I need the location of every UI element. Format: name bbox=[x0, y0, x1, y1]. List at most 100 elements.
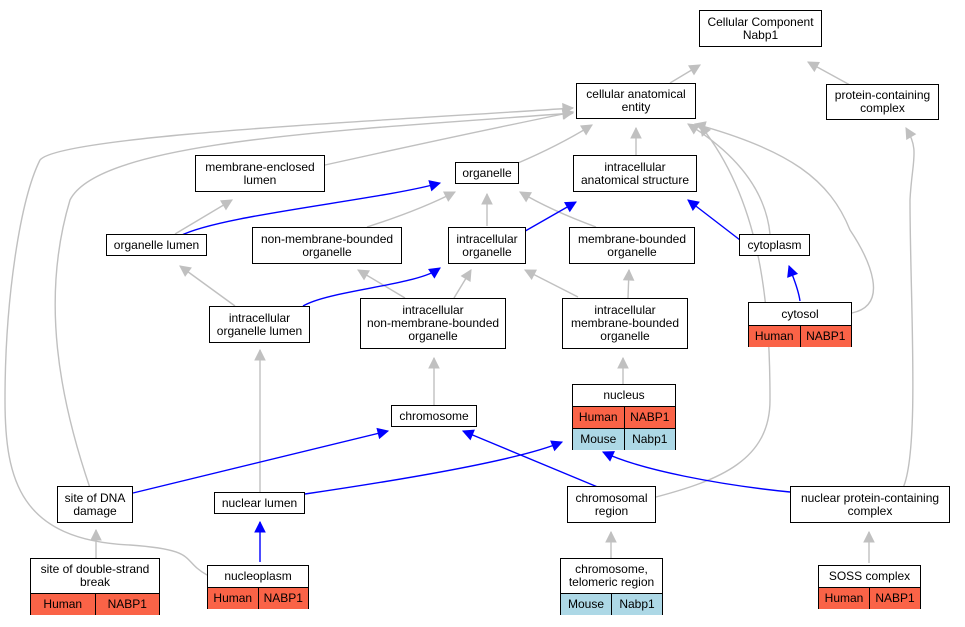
node-chromosome[interactable]: chromosome bbox=[391, 405, 477, 427]
arrowhead bbox=[617, 356, 629, 369]
arrowhead bbox=[605, 530, 617, 543]
node-label: chromosome bbox=[399, 408, 469, 423]
arrowhead bbox=[863, 530, 875, 543]
node-membrane-bounded-organelle[interactable]: membrane-bounded organelle bbox=[569, 227, 695, 264]
species-cell-human: Human bbox=[573, 407, 624, 428]
edge-nmbo-org bbox=[366, 191, 456, 228]
edge-io-ias bbox=[519, 201, 577, 235]
node-nucleoplasm[interactable]: nucleoplasm Human NABP1 bbox=[207, 565, 309, 609]
node-non-membrane-bounded-organelle[interactable]: non-membrane-bounded organelle bbox=[252, 227, 402, 264]
gene-cell: NABP1 bbox=[257, 588, 308, 609]
node-label: intracellular membrane-bounded organelle bbox=[570, 303, 680, 343]
node-cytosol[interactable]: cytosol Human NABP1 bbox=[748, 302, 852, 347]
node-nucleus[interactable]: nucleus Human NABP1 Mouse Nabp1 bbox=[572, 384, 676, 450]
node-organelle[interactable]: organelle bbox=[455, 162, 519, 184]
arrowhead bbox=[460, 269, 472, 282]
node-chromosome-telomeric-region[interactable]: chromosome, telomeric region Mouse Nabp1 bbox=[560, 558, 663, 615]
node-label: non-membrane-bounded organelle bbox=[260, 231, 394, 259]
node-label: membrane-bounded organelle bbox=[577, 231, 687, 259]
arrowhead bbox=[220, 199, 233, 211]
node-label: Cellular Component Nabp1 bbox=[707, 14, 814, 42]
arrowhead bbox=[519, 191, 532, 203]
node-label: cellular anatomical entity bbox=[586, 87, 686, 114]
node-protein-containing-complex[interactable]: protein-containing complex bbox=[826, 84, 939, 120]
edge-nl-nuc bbox=[304, 441, 563, 495]
species-cell-human: Human bbox=[31, 594, 95, 615]
arrowhead bbox=[562, 102, 575, 115]
node-label: organelle lumen bbox=[113, 237, 200, 252]
species-cell-human: Human bbox=[819, 588, 869, 609]
node-nuclear-protein-containing-complex[interactable]: nuclear protein-containing complex bbox=[790, 486, 950, 523]
node-nuclear-lumen[interactable]: nuclear lumen bbox=[214, 492, 305, 514]
gene-cell: Nabp1 bbox=[623, 429, 675, 450]
node-site-of-dna-damage[interactable]: site of DNA damage bbox=[57, 486, 133, 523]
arrowhead bbox=[90, 528, 102, 541]
edge-orgl-mel bbox=[174, 199, 233, 235]
edge-npcc-pcc bbox=[902, 127, 915, 489]
node-soss-complex[interactable]: SOSS complex Human NABP1 bbox=[818, 565, 921, 609]
gene-cell: NABP1 bbox=[869, 588, 920, 609]
node-intracellular-anatomical-structure[interactable]: intracellular anatomical structure bbox=[573, 155, 697, 192]
species-cell-human: Human bbox=[208, 588, 258, 609]
arrowhead bbox=[580, 124, 593, 136]
node-label: intracellular organelle lumen bbox=[216, 310, 303, 338]
arrowhead bbox=[461, 429, 475, 441]
edge-mbo-org bbox=[519, 191, 597, 228]
arrowhead bbox=[550, 440, 564, 452]
arrowheads bbox=[90, 61, 917, 543]
gene-cell: NABP1 bbox=[799, 326, 851, 347]
arrowhead bbox=[428, 180, 442, 192]
annotation-row: Human NABP1 bbox=[819, 587, 920, 609]
node-label: cytosol bbox=[781, 306, 819, 321]
arrowhead bbox=[622, 268, 635, 281]
arrowhead bbox=[601, 451, 615, 462]
node-label: SOSS complex bbox=[828, 569, 911, 583]
node-label: site of DNA damage bbox=[64, 490, 126, 518]
edge-sdd-chrom bbox=[132, 430, 389, 494]
arrowhead bbox=[524, 269, 537, 280]
node-label: chromosome, telomeric region bbox=[568, 562, 655, 589]
edge-orgl-org bbox=[179, 182, 441, 237]
arrowhead bbox=[699, 124, 712, 137]
annotation-row: Mouse Nabp1 bbox=[561, 593, 662, 615]
edge-sdd-cae bbox=[54, 112, 574, 489]
edge-npcc-nuc bbox=[602, 451, 791, 493]
node-label: cytoplasm bbox=[747, 237, 802, 252]
node-label: nuclear protein-containing complex bbox=[800, 490, 940, 518]
node-intracellular-membrane-bounded-organelle[interactable]: intracellular membrane-bounded organelle bbox=[562, 298, 688, 349]
arrowhead bbox=[807, 61, 820, 73]
node-cytoplasm[interactable]: cytoplasm bbox=[739, 234, 810, 256]
arrowhead bbox=[630, 126, 642, 139]
edge-cr-cae bbox=[655, 124, 771, 498]
annotation-row: Human NABP1 bbox=[749, 325, 851, 347]
node-label: nucleoplasm bbox=[224, 569, 292, 583]
node-intracellular-non-membrane-bounded-organelle[interactable]: intracellular non-membrane-bounded organ… bbox=[360, 298, 506, 349]
node-label: chromosomal region bbox=[575, 490, 648, 518]
node-cellular-component-nabp1[interactable]: Cellular Component Nabp1 bbox=[699, 10, 822, 47]
edge-iol-io bbox=[302, 267, 441, 307]
species-cell-human: Human bbox=[749, 326, 800, 347]
node-label: nucleus bbox=[603, 388, 645, 402]
arrowhead bbox=[481, 192, 493, 205]
annotation-row: Mouse Nabp1 bbox=[573, 428, 675, 450]
arrowhead bbox=[787, 264, 799, 278]
node-intracellular-organelle[interactable]: intracellular organelle bbox=[448, 227, 526, 264]
arrowhead bbox=[254, 348, 266, 361]
gene-cell: NABP1 bbox=[94, 594, 159, 615]
arrowhead bbox=[428, 267, 441, 279]
edge-cyt-cae bbox=[687, 123, 771, 235]
arrowhead bbox=[687, 199, 700, 212]
node-site-of-double-strand-break[interactable]: site of double-strand break Human NABP1 bbox=[30, 558, 160, 615]
node-cellular-anatomical-entity[interactable]: cellular anatomical entity bbox=[576, 83, 696, 119]
node-organelle-lumen[interactable]: organelle lumen bbox=[106, 234, 207, 256]
node-intracellular-organelle-lumen[interactable]: intracellular organelle lumen bbox=[209, 306, 310, 343]
node-membrane-enclosed-lumen[interactable]: membrane-enclosed lumen bbox=[195, 155, 325, 192]
edge-np-cae bbox=[4, 107, 574, 576]
arrowhead bbox=[688, 64, 701, 76]
edge-iol-orgl bbox=[179, 265, 236, 307]
edge-cyt-ias bbox=[687, 199, 741, 241]
node-chromosomal-region[interactable]: chromosomal region bbox=[567, 486, 656, 523]
node-label: intracellular organelle bbox=[456, 231, 518, 259]
arrowhead bbox=[564, 201, 577, 213]
edge-cr-chrom bbox=[462, 430, 601, 489]
